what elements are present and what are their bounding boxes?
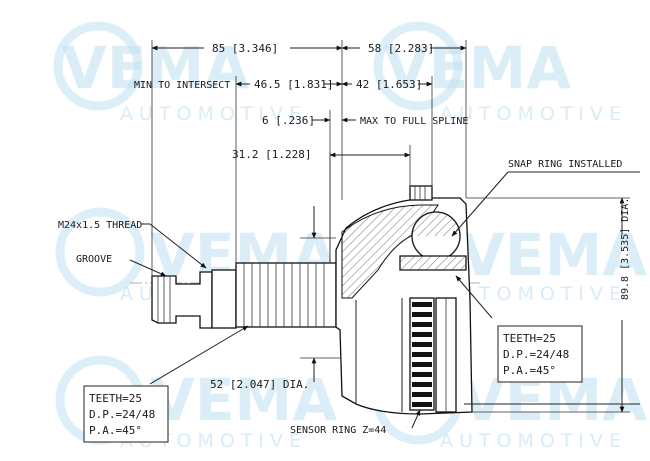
inner-race-hatch — [411, 211, 461, 237]
spec-pa: P.A.=45° — [89, 424, 142, 437]
sensor-tooth — [412, 312, 432, 317]
watermark-sub: AUTOMOTIVE — [440, 103, 627, 125]
sensor-tooth — [412, 402, 432, 407]
watermark-brand: VEMA — [460, 221, 647, 289]
spec-dp: D.P.=24/48 — [503, 348, 569, 361]
watermark-circle — [373, 21, 463, 111]
top-spline-stub — [409, 185, 433, 201]
watermark-circle — [55, 207, 145, 297]
spec-box-right: TEETH=25 D.P.=24/48 P.A.=45° — [497, 325, 583, 383]
spec-box-frame — [83, 385, 169, 443]
label-sensor-ring: SENSOR RING Z=44 — [290, 425, 386, 436]
sensor-ring-teeth — [412, 302, 432, 407]
sensor-tooth — [412, 372, 432, 377]
top-spline-lines — [414, 186, 426, 200]
sensor-tooth — [412, 352, 432, 357]
groove-neck — [211, 269, 237, 329]
watermark-brand: VEMA — [384, 34, 571, 102]
sensor-tooth — [412, 322, 432, 327]
spec-teeth: TEETH=25 — [89, 392, 142, 405]
spec-box-left: TEETH=25 D.P.=24/48 P.A.=45° — [83, 385, 169, 443]
spec-dp: D.P.=24/48 — [89, 408, 155, 421]
sensor-leader — [411, 409, 421, 429]
label-42: 42 [1.653] — [356, 78, 422, 91]
label-52-dia: 52 [2.047] DIA. — [210, 378, 309, 391]
label-min-intersect: MIN TO INTERSECT — [134, 80, 230, 91]
watermark-sub: AUTOMOTIVE — [120, 103, 307, 125]
groove-leader — [129, 259, 167, 277]
watermark-sub: AUTOMOTIVE — [440, 430, 627, 452]
watermark-brand: VEMA — [150, 366, 337, 434]
spec-right-leader — [455, 275, 493, 319]
sensor-tooth — [412, 332, 432, 337]
watermark-brand: VEMA — [62, 34, 249, 102]
snap-ring-leader — [451, 171, 509, 237]
spec-pa: P.A.=45° — [503, 364, 556, 377]
thread-leader — [149, 223, 207, 269]
watermark-top-right: VEMA AUTOMOTIVE — [373, 21, 627, 125]
watermark-circle — [53, 21, 143, 111]
part-outline — [130, 185, 480, 415]
spline-lines — [243, 263, 325, 327]
spec-box-frame — [497, 325, 583, 383]
spec-teeth: TEETH=25 — [503, 332, 556, 345]
label-58: 58 [2.283] — [368, 42, 434, 55]
spec-left-leader — [149, 325, 249, 385]
sensor-tooth — [412, 302, 432, 307]
label-31-2: 31.2 [1.228] — [232, 148, 311, 161]
sensor-tooth — [412, 342, 432, 347]
label-snap-ring: SNAP RING INSTALLED — [508, 159, 622, 170]
thread-lines — [163, 276, 171, 323]
label-6: 6 [.236] — [262, 114, 315, 127]
sensor-tooth — [412, 362, 432, 367]
watermark-top-left: VEMA AUTOMOTIVE — [53, 21, 307, 125]
label-85: 85 [3.346] — [212, 42, 278, 55]
watermark-sub: AUTOMOTIVE — [440, 283, 627, 305]
dimension-labels: 85 [3.346] 58 [2.283] MIN TO INTERSECT 4… — [58, 42, 631, 436]
cage-hatch — [400, 256, 466, 270]
dimension-lines — [129, 40, 640, 429]
label-89-8-dia: 89.8 [3.535] DIA. — [620, 198, 631, 300]
sensor-tooth — [412, 392, 432, 397]
label-46-5: 46.5 [1.831] — [254, 78, 333, 91]
label-thread: M24x1.5 THREAD — [58, 220, 142, 231]
label-groove: GROOVE — [76, 254, 112, 265]
spline-shaft — [235, 262, 337, 328]
sensor-tooth — [412, 382, 432, 387]
label-max-spline: MAX TO FULL SPLINE — [360, 116, 468, 127]
